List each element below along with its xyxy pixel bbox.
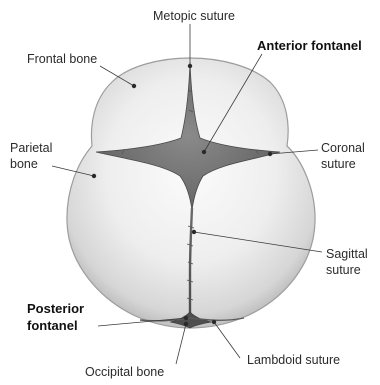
metopic-suture-dot bbox=[188, 64, 192, 68]
coronal-suture-label-line2: suture bbox=[321, 157, 356, 171]
coronal-suture-label-line1: Coronal bbox=[321, 141, 365, 155]
parietal-bone-dot bbox=[92, 174, 96, 178]
lambdoid-suture-label: Lambdoid suture bbox=[247, 353, 340, 367]
sagittal-suture-dot bbox=[192, 230, 196, 234]
occipital-bone-dot bbox=[184, 322, 188, 326]
metopic-suture-label: Metopic suture bbox=[153, 9, 235, 23]
skull bbox=[67, 58, 315, 328]
sagittal-suture-label-line1: Sagittal bbox=[326, 247, 368, 261]
posterior-fontanel-label-line2: fontanel bbox=[27, 318, 78, 333]
posterior-fontanel-label-line1: Posterior bbox=[27, 301, 84, 316]
lambdoid-suture-dot bbox=[212, 320, 216, 324]
anterior-fontanel-label: Anterior fontanel bbox=[257, 38, 362, 53]
parietal-bone-label-line1: Parietal bbox=[10, 141, 52, 155]
parietal-bone-label-line2: bone bbox=[10, 157, 38, 171]
occipital-bone-leader bbox=[176, 324, 186, 364]
lambdoid-suture-leader bbox=[214, 322, 240, 358]
occipital-bone-label: Occipital bone bbox=[85, 365, 164, 379]
frontal-bone-label: Frontal bone bbox=[27, 52, 97, 66]
frontal-bone-dot bbox=[132, 84, 136, 88]
sagittal-suture-label-line2: suture bbox=[326, 263, 361, 277]
posterior-fontanel-dot bbox=[184, 316, 188, 320]
anterior-fontanel-dot bbox=[202, 150, 206, 154]
coronal-suture-dot bbox=[268, 152, 272, 156]
